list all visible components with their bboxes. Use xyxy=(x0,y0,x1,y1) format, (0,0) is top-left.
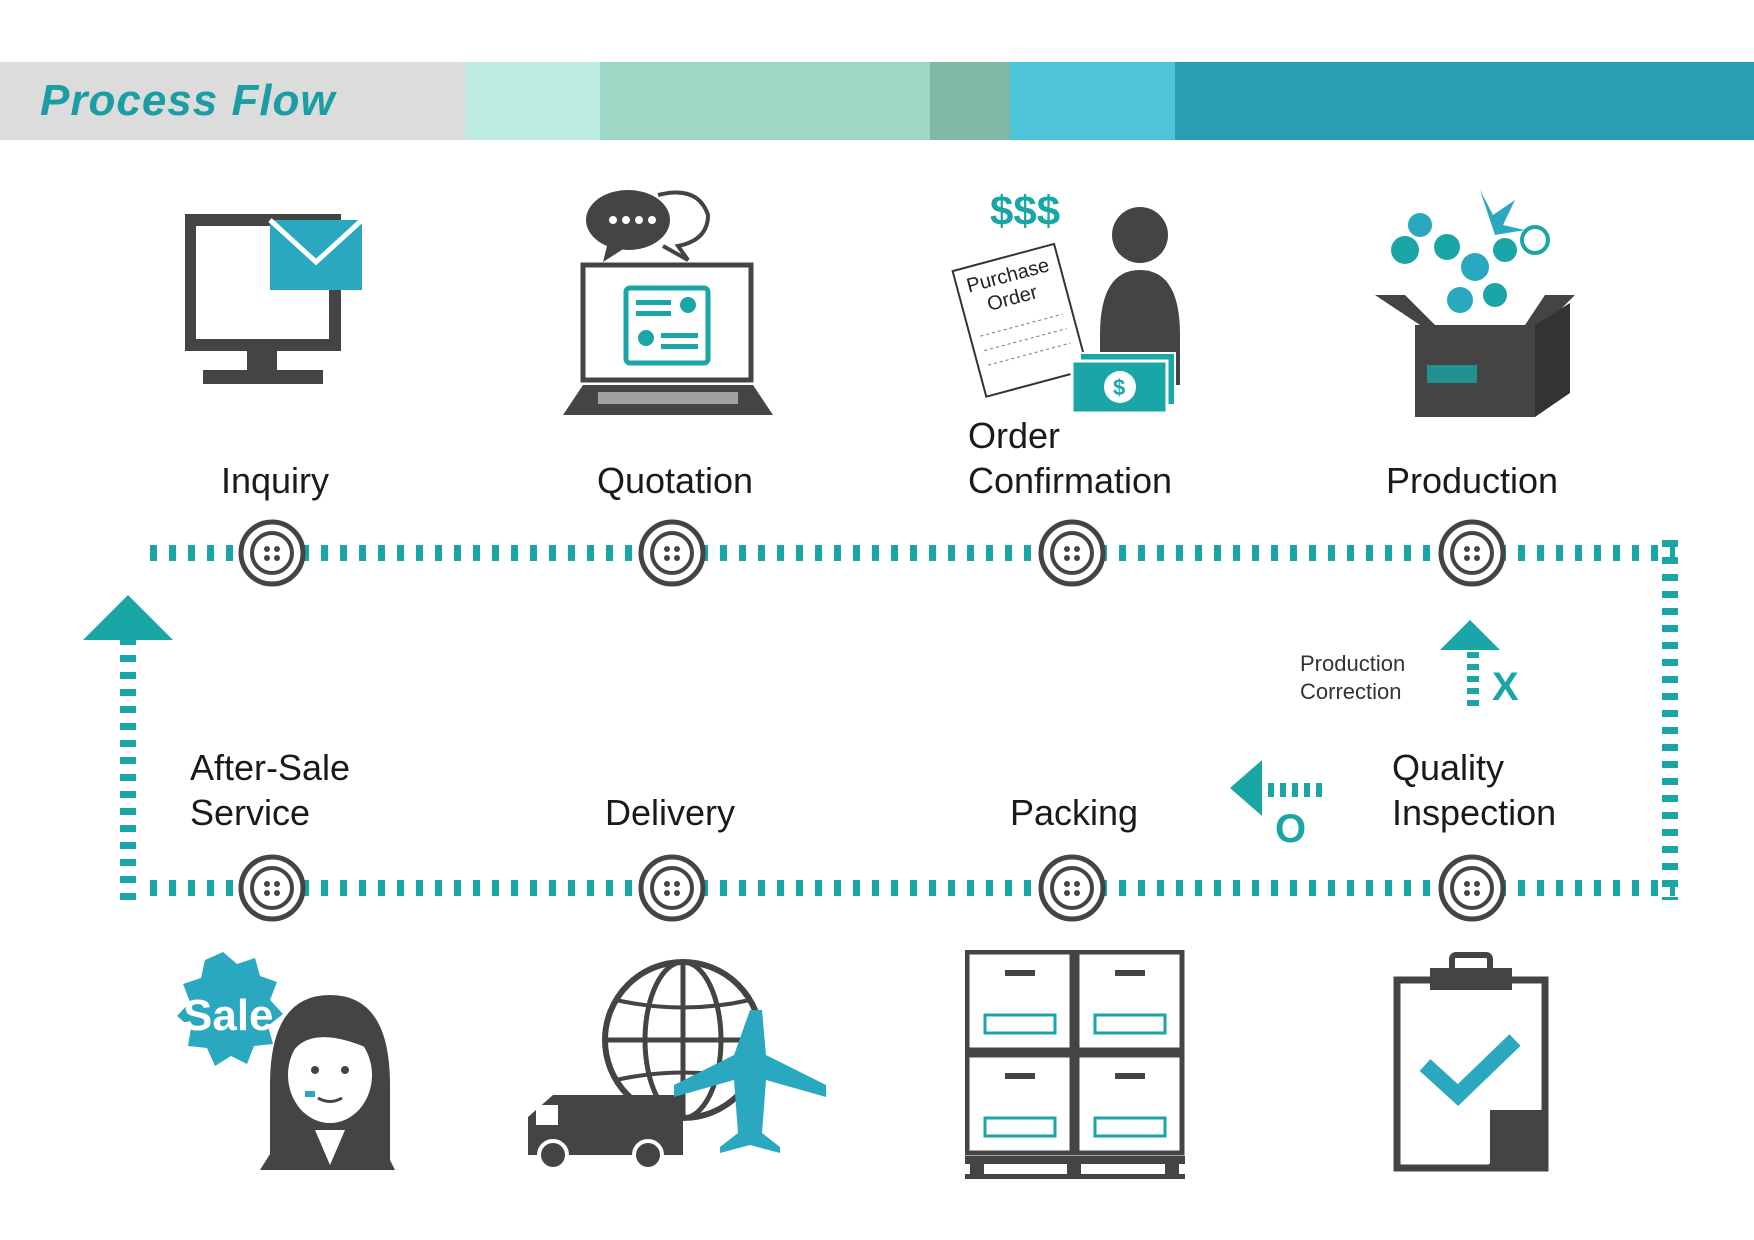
header-segment xyxy=(465,62,600,140)
step-label-aftersale-line2: Service xyxy=(190,792,311,833)
header-segment xyxy=(930,62,1010,140)
clipboard-check-icon xyxy=(1393,952,1549,1172)
fail-mark: X xyxy=(1492,665,1519,709)
step-label-order-line1: Order xyxy=(968,415,1061,456)
step-label-quotation: Quotation xyxy=(596,460,754,501)
dollar-signs: $$$ xyxy=(990,187,1060,234)
header-segment xyxy=(1175,62,1754,140)
laptop-chat-icon xyxy=(563,190,773,415)
step-label-packing: Packing xyxy=(1009,792,1139,833)
monitor-mail-icon xyxy=(185,214,364,384)
step-label-order-line2: Confirmation xyxy=(968,460,1173,501)
flow-node xyxy=(238,854,306,922)
correction-label-line2: Correction xyxy=(1300,679,1402,704)
step-label-quality-line1: Quality xyxy=(1392,747,1505,788)
flow-node xyxy=(638,519,706,587)
purchase-order-icon: $$$ Purchase Order $ xyxy=(951,187,1180,415)
header-band: Process Flow xyxy=(0,62,1754,140)
header-segment xyxy=(0,62,465,140)
step-label-inquiry: Inquiry xyxy=(220,460,330,501)
step-label-aftersale-line1: After-Sale xyxy=(190,747,351,788)
flow-node xyxy=(1038,519,1106,587)
pass-mark: O xyxy=(1275,807,1306,851)
step-label-production: Production xyxy=(1385,460,1559,501)
pass-arrow-icon xyxy=(1230,760,1262,816)
flow-node xyxy=(1438,854,1506,922)
flow-node xyxy=(638,854,706,922)
correction-arrow-icon xyxy=(1440,620,1500,650)
correction-label-line1: Production xyxy=(1300,651,1406,676)
flow-node xyxy=(1438,519,1506,587)
arrow-up-icon xyxy=(83,595,173,640)
step-label-delivery: Delivery xyxy=(604,792,736,833)
sale-text: Sale xyxy=(183,991,274,1040)
production-box-icon xyxy=(1375,190,1575,417)
header-segment xyxy=(1010,62,1175,140)
sale-agent-icon: Sale xyxy=(177,952,395,1170)
header-segment xyxy=(600,62,930,140)
boxes-pallet-icon xyxy=(965,950,1185,1179)
step-label-quality-line2: Inspection xyxy=(1392,792,1557,833)
flow-node xyxy=(1038,854,1106,922)
page-title: Process Flow xyxy=(40,76,336,125)
flow-node xyxy=(238,519,306,587)
globe-truck-plane-icon xyxy=(528,959,826,1170)
svg-text:$: $ xyxy=(1113,375,1125,400)
